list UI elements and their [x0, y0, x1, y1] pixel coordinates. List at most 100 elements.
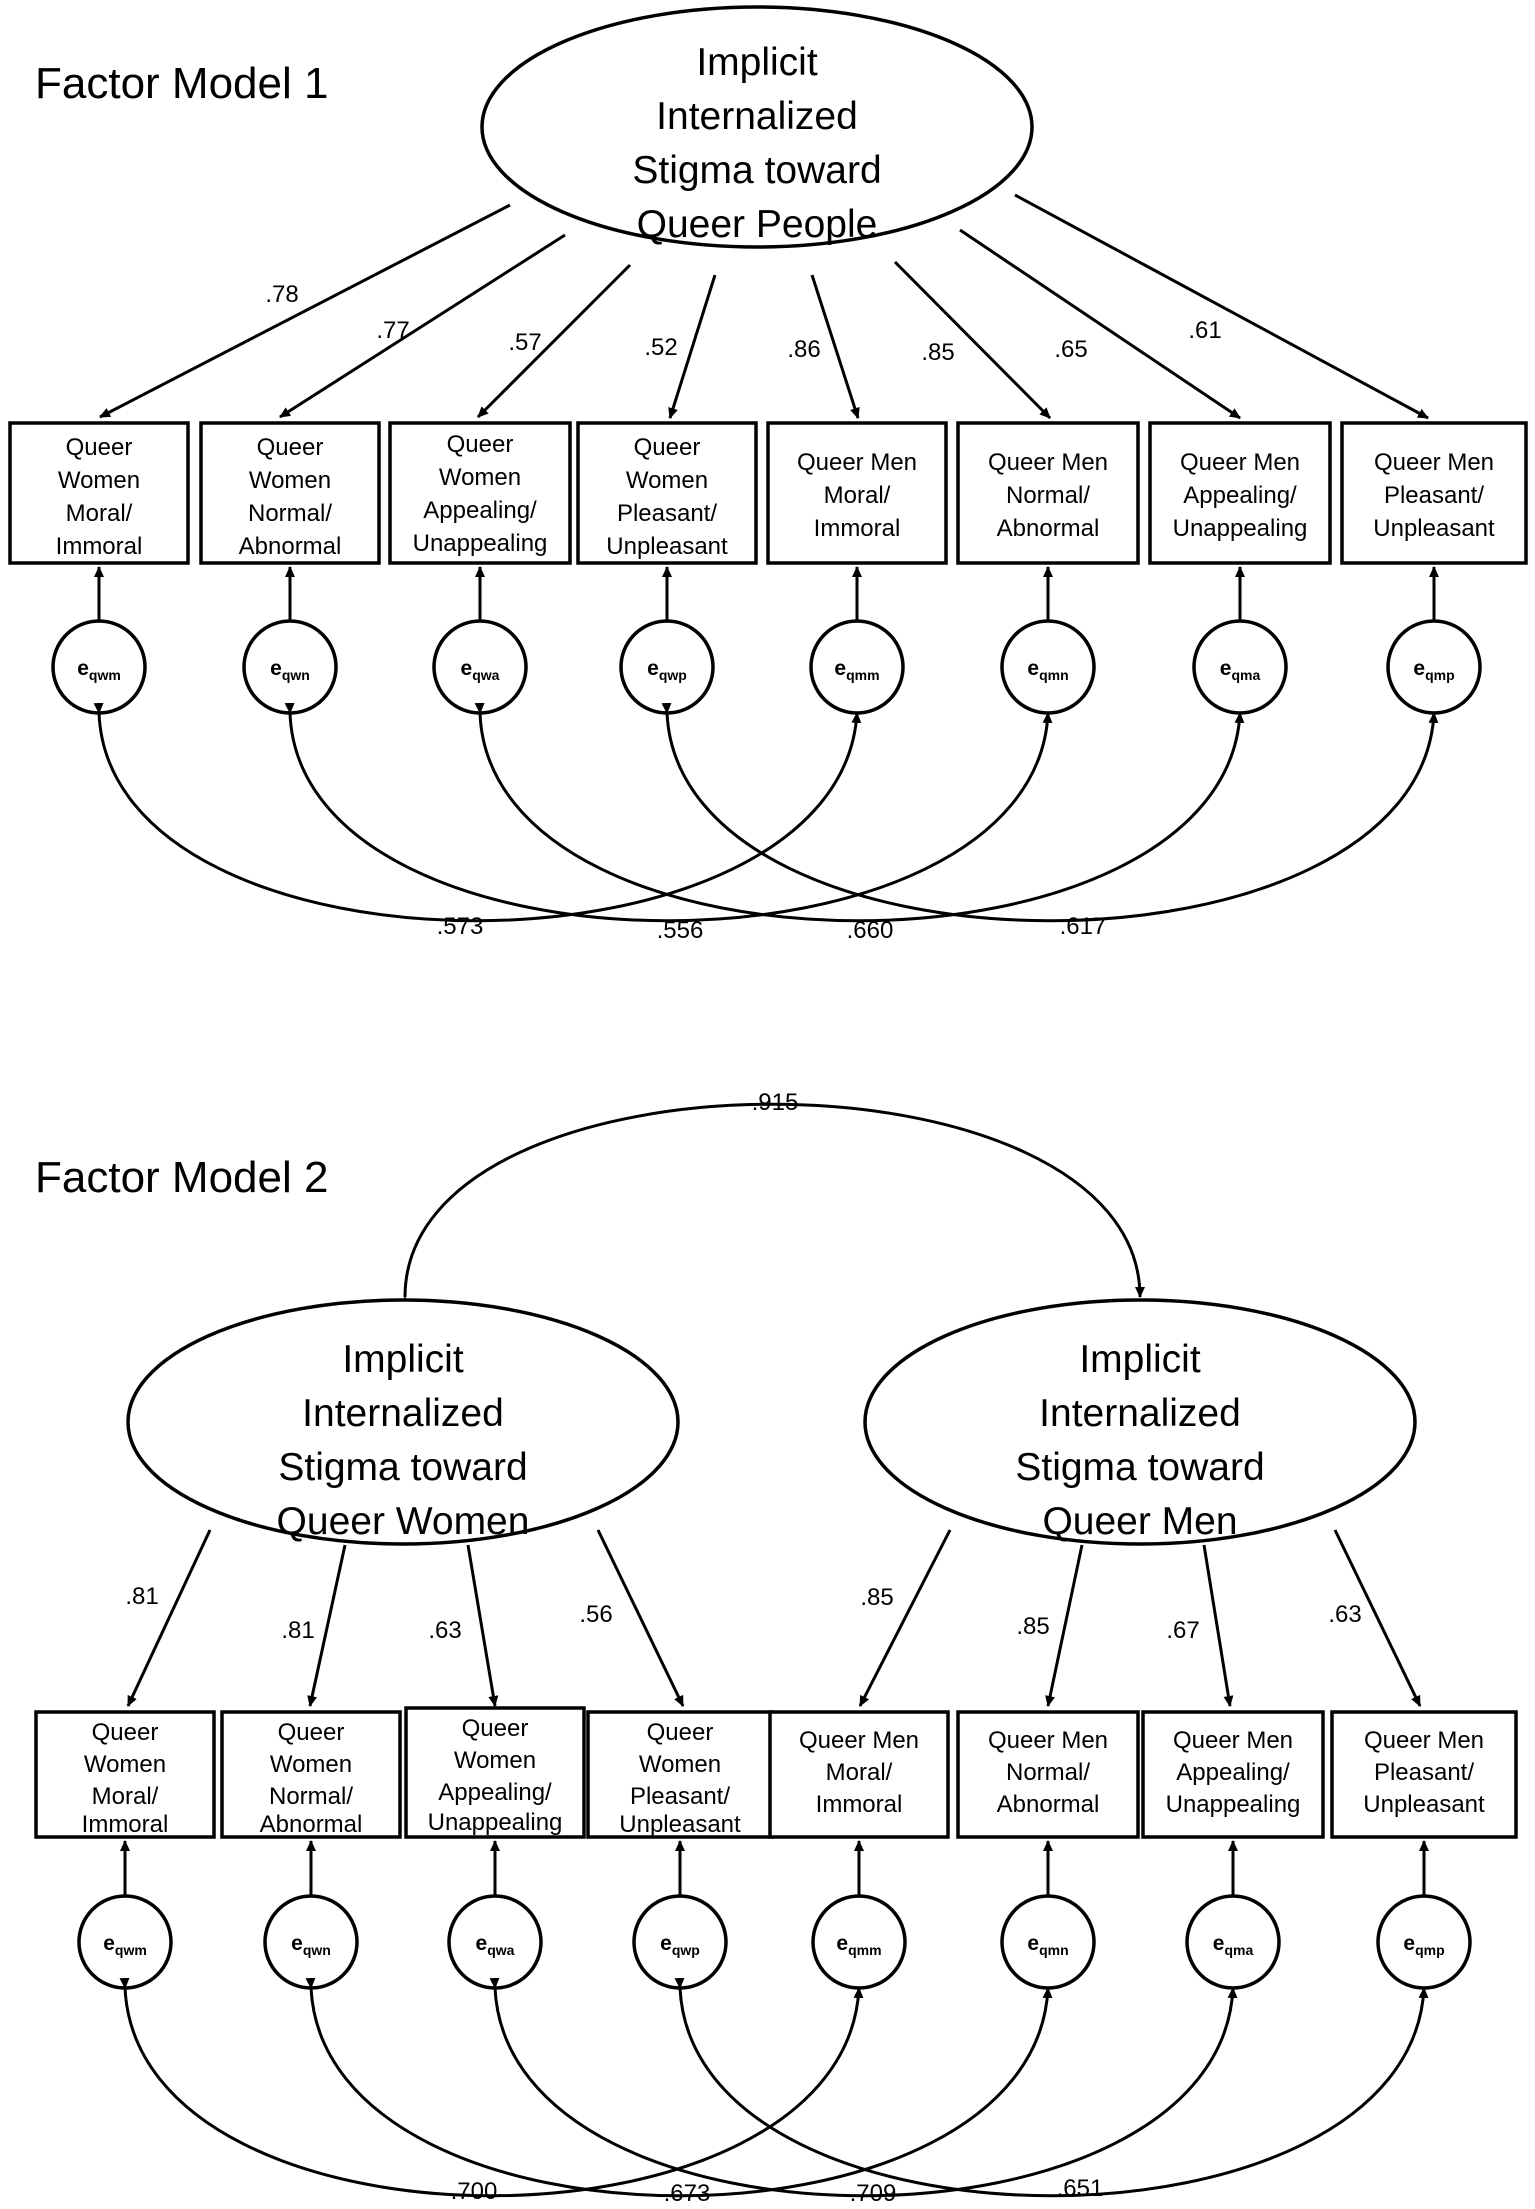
loading-arrow [1045, 1544, 1084, 1707]
error-term: eqwa [447, 1894, 543, 1990]
svg-text:Women: Women [249, 467, 331, 494]
latent-label-line: Stigma toward [278, 1446, 527, 1489]
loading-label: .81 [281, 1617, 314, 1644]
svg-text:Moral/: Moral/ [92, 1783, 159, 1810]
error-term: eqwp [632, 1894, 728, 1990]
error-term: eqmp [1376, 1894, 1472, 1990]
latent-label-line: Queer Men [1042, 1500, 1237, 1543]
error-term: eqwm [77, 1894, 173, 1990]
svg-text:Abnormal: Abnormal [239, 533, 342, 560]
loading-label: .57 [508, 329, 541, 356]
error-term: eqmn [1000, 619, 1096, 715]
svg-text:Queer: Queer [257, 434, 324, 461]
svg-text:Unpleasant: Unpleasant [1363, 1791, 1485, 1818]
loading-arrow [99, 203, 511, 419]
latent-label-line: Queer People [637, 203, 878, 246]
factor-correlation-label: .915 [752, 1089, 799, 1116]
error-term: eqwa [432, 619, 528, 715]
loading-arrow [476, 263, 632, 419]
svg-text:Queer: Queer [92, 1719, 159, 1746]
svg-text:Abnormal: Abnormal [997, 1791, 1100, 1818]
svg-text:Moral/: Moral/ [66, 500, 133, 527]
latent-label-line: Implicit [696, 41, 818, 84]
loading-label: .85 [1016, 1613, 1049, 1640]
svg-text:Normal/: Normal/ [269, 1783, 353, 1810]
svg-text:Unpleasant: Unpleasant [606, 533, 728, 560]
svg-text:Appealing/: Appealing/ [438, 1779, 552, 1806]
svg-text:eqmn: eqmn [1027, 1932, 1068, 1958]
indicator-box: Queer Men Pleasant/ Unpleasant [1330, 1710, 1518, 1839]
svg-text:eqwn: eqwn [291, 1932, 331, 1958]
svg-text:eqma: eqma [1220, 657, 1261, 683]
latent-label-line: Queer Women [277, 1500, 530, 1543]
svg-text:Women: Women [84, 1751, 166, 1778]
loading-arrow [858, 1529, 952, 1707]
indicator-box: Queer Men Normal/ Abnormal [956, 1710, 1140, 1839]
loading-arrow [466, 1544, 499, 1707]
svg-text:Queer Men: Queer Men [1364, 1727, 1484, 1754]
loading-label: .56 [579, 1601, 612, 1628]
svg-text:eqwp: eqwp [647, 657, 687, 683]
error-term: eqwn [263, 1894, 359, 1990]
latent-label-line: Internalized [656, 95, 858, 138]
indicator-box: Queer Men Pleasant/ Unpleasant [1340, 421, 1528, 565]
latent-label-line: Stigma toward [1015, 1446, 1264, 1489]
indicator-box: Queer Women Moral/ Immoral [34, 1710, 216, 1839]
loading-label: .86 [787, 336, 820, 363]
svg-text:Unpleasant: Unpleasant [619, 1811, 741, 1838]
svg-text:eqwa: eqwa [461, 657, 500, 683]
svg-text:Women: Women [439, 464, 521, 491]
latent-label-line: Internalized [302, 1392, 504, 1435]
loading-arrow [307, 1544, 347, 1707]
indicator-box: Queer Women Normal/ Abnormal [199, 421, 381, 565]
svg-text:Queer Men: Queer Men [797, 449, 917, 476]
svg-text:Pleasant/: Pleasant/ [630, 1783, 730, 1810]
latent-label-line: Implicit [1079, 1338, 1201, 1381]
latent-factor-men: Implicit Internalized Stigma toward Quee… [863, 1298, 1417, 1546]
svg-text:eqma: eqma [1213, 1932, 1254, 1958]
svg-text:Appealing/: Appealing/ [1176, 1759, 1290, 1786]
svg-text:Moral/: Moral/ [826, 1759, 893, 1786]
loading-arrow [279, 233, 566, 419]
error-term: eqma [1192, 619, 1288, 715]
svg-text:Appealing/: Appealing/ [423, 497, 537, 524]
factor-model-2: Factor Model 2 .915 Implicit Internalize… [34, 1089, 1518, 2207]
svg-text:Women: Women [270, 1751, 352, 1778]
covariance-arc [284, 702, 1053, 923]
svg-text:eqwm: eqwm [77, 657, 121, 683]
error-term: eqwp [619, 619, 715, 715]
svg-text:eqmp: eqmp [1413, 657, 1454, 683]
svg-text:Pleasant/: Pleasant/ [1384, 482, 1484, 509]
svg-text:eqmp: eqmp [1403, 1932, 1444, 1958]
loading-arrow [668, 274, 717, 419]
indicator-box: Queer Men Moral/ Immoral [766, 421, 948, 565]
loading-label: .85 [860, 1584, 893, 1611]
loading-arrow [1014, 193, 1429, 420]
svg-text:Queer Men: Queer Men [1374, 449, 1494, 476]
error-term: eqmn [1000, 1894, 1096, 1990]
svg-text:Normal/: Normal/ [248, 500, 332, 527]
covariance-arc [93, 702, 862, 923]
loading-arrow [1333, 1529, 1422, 1707]
covariance-label: .617 [1060, 913, 1107, 940]
svg-text:Women: Women [639, 1751, 721, 1778]
error-term: eqmp [1386, 619, 1482, 715]
svg-text:eqmm: eqmm [836, 1932, 881, 1958]
svg-text:Unappealing: Unappealing [1173, 515, 1308, 542]
covariance-label: .673 [664, 2180, 711, 2207]
svg-text:Unpleasant: Unpleasant [1373, 515, 1495, 542]
svg-text:Abnormal: Abnormal [260, 1811, 363, 1838]
svg-text:Women: Women [454, 1747, 536, 1774]
error-term: eqwn [242, 619, 338, 715]
indicator-box: Queer Women Pleasant/ Unpleasant [576, 421, 758, 565]
loading-label: .63 [1328, 1601, 1361, 1628]
indicator-box: Queer Women Normal/ Abnormal [220, 1710, 402, 1839]
indicator-box: Queer Men Moral/ Immoral [768, 1710, 950, 1839]
svg-text:eqwp: eqwp [660, 1932, 700, 1958]
error-term: eqmm [811, 1894, 907, 1990]
loading-label: .81 [125, 1583, 158, 1610]
latent-label-line: Internalized [1039, 1392, 1241, 1435]
loading-arrow [126, 1529, 212, 1707]
svg-text:Normal/: Normal/ [1006, 482, 1090, 509]
